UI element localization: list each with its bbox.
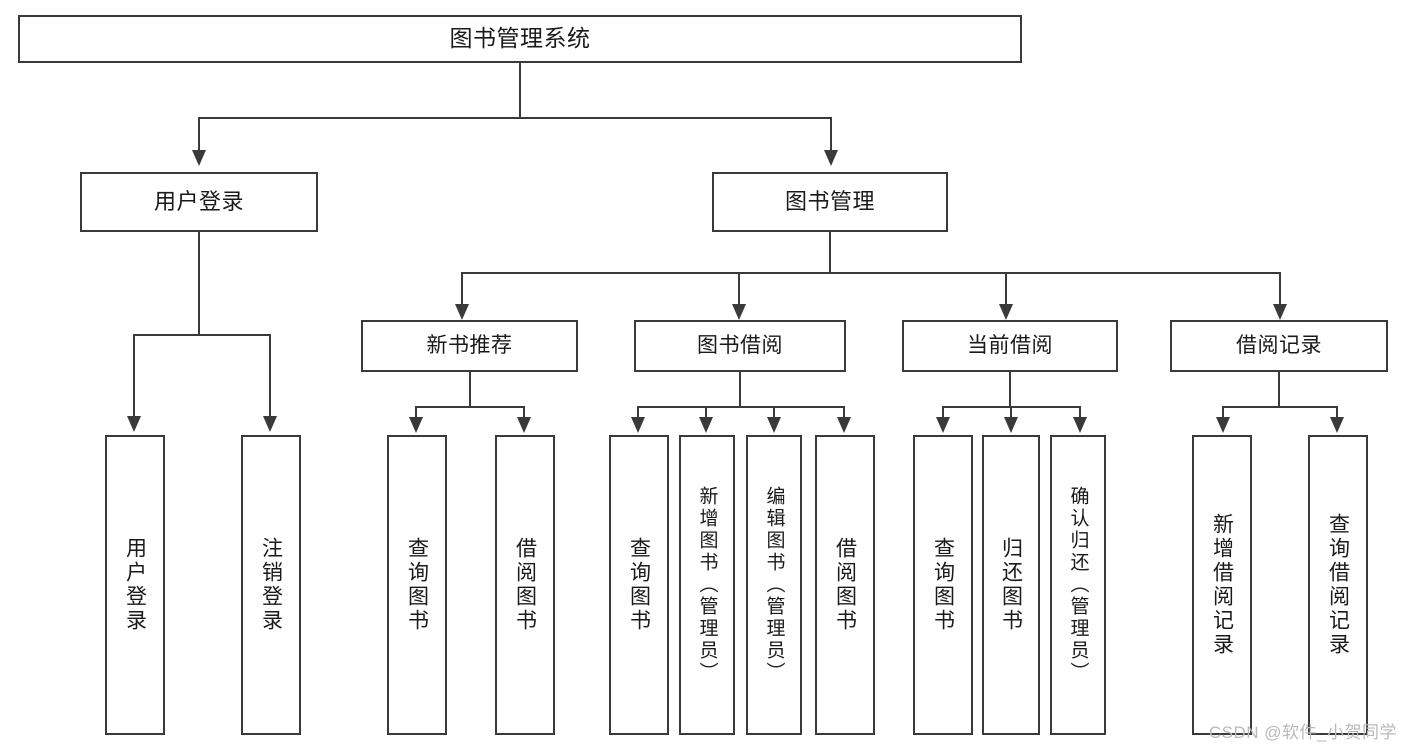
connector-bm-drop-4 bbox=[1279, 272, 1281, 306]
arrowhead-user-login bbox=[192, 150, 206, 166]
node-label: 查询图书 bbox=[931, 537, 955, 633]
connector-nbr-bus bbox=[415, 406, 525, 408]
connector-cb-drop-3 bbox=[1079, 406, 1081, 419]
node-root-book-management-system[interactable]: 图书管理系统 bbox=[18, 15, 1022, 63]
connector-br-drop-2 bbox=[1336, 406, 1338, 419]
connector-nbr-drop-2 bbox=[523, 406, 525, 419]
arrowhead-br-query-record bbox=[1330, 417, 1344, 433]
arrowhead-bb-add-book bbox=[699, 417, 713, 433]
node-label: 当前借阅 bbox=[967, 333, 1053, 357]
leaf-logout[interactable]: 注销登录 bbox=[241, 435, 301, 735]
connector-bm-drop-2 bbox=[738, 272, 740, 306]
connector-root-drop-right bbox=[830, 117, 832, 152]
connector-cb-drop-2 bbox=[1010, 406, 1012, 419]
arrowhead-bb-edit-book bbox=[767, 417, 781, 433]
node-borrow-record[interactable]: 借阅记录 bbox=[1170, 320, 1388, 372]
connector-bm-drop-1 bbox=[461, 272, 463, 306]
connector-cb-drop-1 bbox=[942, 406, 944, 419]
leaf-cb-return-book[interactable]: 归还图书 bbox=[982, 435, 1040, 735]
leaf-br-add-record[interactable]: 新增借阅记录 bbox=[1192, 435, 1252, 735]
node-label: 查询借阅记录 bbox=[1326, 513, 1350, 657]
connector-bb-drop-3 bbox=[773, 406, 775, 419]
arrowhead-borrow-record bbox=[1273, 304, 1287, 320]
connector-cb-stem bbox=[1009, 372, 1011, 406]
node-current-borrow[interactable]: 当前借阅 bbox=[902, 320, 1118, 372]
connector-user-login-drop-2 bbox=[269, 334, 271, 418]
node-label: 新增图书（管理员） bbox=[696, 486, 718, 684]
arrowhead-cb-confirm-return bbox=[1073, 417, 1087, 433]
connector-nbr-stem bbox=[469, 372, 471, 406]
node-user-login[interactable]: 用户登录 bbox=[80, 172, 318, 232]
arrowhead-leaf-logout bbox=[263, 416, 277, 432]
connector-root-stem bbox=[519, 63, 521, 117]
connector-bb-drop-1 bbox=[637, 406, 639, 419]
node-label: 借阅图书 bbox=[513, 537, 537, 633]
node-new-book-recommend[interactable]: 新书推荐 bbox=[361, 320, 578, 372]
node-label: 图书借阅 bbox=[697, 333, 783, 357]
arrowhead-leaf-user-login bbox=[127, 416, 141, 432]
arrowhead-bb-query-book bbox=[631, 417, 645, 433]
arrowhead-bb-borrow-book bbox=[837, 417, 851, 433]
node-label: 借阅图书 bbox=[833, 537, 857, 633]
connector-bb-drop-4 bbox=[843, 406, 845, 419]
arrowhead-cb-query-book bbox=[936, 417, 950, 433]
connector-book-management-bus bbox=[461, 272, 1281, 274]
node-label: 归还图书 bbox=[999, 537, 1023, 633]
node-label: 注销登录 bbox=[259, 537, 283, 633]
connector-bb-stem bbox=[739, 372, 741, 406]
node-label: 新书推荐 bbox=[426, 333, 513, 357]
leaf-nbr-borrow-book[interactable]: 借阅图书 bbox=[495, 435, 555, 735]
node-label: 图书管理 bbox=[784, 189, 875, 215]
leaf-bb-add-book[interactable]: 新增图书（管理员） bbox=[679, 435, 735, 735]
connector-br-stem bbox=[1278, 372, 1280, 406]
connector-bb-drop-2 bbox=[705, 406, 707, 419]
node-label: 确认归还（管理员） bbox=[1067, 486, 1089, 684]
connector-bb-bus bbox=[637, 406, 845, 408]
arrowhead-book-borrow bbox=[732, 304, 746, 320]
leaf-user-login[interactable]: 用户登录 bbox=[105, 435, 165, 735]
leaf-bb-edit-book[interactable]: 编辑图书（管理员） bbox=[746, 435, 802, 735]
connector-user-login-bus bbox=[133, 334, 270, 336]
connector-bm-drop-3 bbox=[1005, 272, 1007, 306]
arrowhead-current-borrow bbox=[999, 304, 1013, 320]
arrowhead-book-management bbox=[824, 150, 838, 166]
leaf-bb-borrow-book[interactable]: 借阅图书 bbox=[815, 435, 875, 735]
connector-nbr-drop-1 bbox=[415, 406, 417, 419]
leaf-nbr-query-book[interactable]: 查询图书 bbox=[387, 435, 447, 735]
connector-br-drop-1 bbox=[1222, 406, 1224, 419]
node-label: 编辑图书（管理员） bbox=[763, 486, 785, 684]
leaf-bb-query-book[interactable]: 查询图书 bbox=[609, 435, 669, 735]
node-label: 新增借阅记录 bbox=[1210, 513, 1234, 657]
node-label: 用户登录 bbox=[123, 537, 147, 633]
node-book-borrow[interactable]: 图书借阅 bbox=[634, 320, 846, 372]
leaf-cb-query-book[interactable]: 查询图书 bbox=[913, 435, 973, 735]
arrowhead-nbr-borrow-book bbox=[517, 417, 531, 433]
watermark-credit: CSDN @软件_小贺同学 bbox=[1208, 723, 1397, 742]
arrowhead-br-add-record bbox=[1216, 417, 1230, 433]
arrowhead-new-book-recommend bbox=[455, 304, 469, 320]
connector-root-bus bbox=[198, 117, 832, 119]
connector-user-login-stem bbox=[198, 232, 200, 334]
arrowhead-nbr-query-book bbox=[409, 417, 423, 433]
leaf-br-query-record[interactable]: 查询借阅记录 bbox=[1308, 435, 1368, 735]
node-label: 借阅记录 bbox=[1236, 333, 1322, 357]
leaf-cb-confirm-return[interactable]: 确认归还（管理员） bbox=[1050, 435, 1106, 735]
connector-br-bus bbox=[1222, 406, 1338, 408]
connector-root-drop-left bbox=[198, 117, 200, 152]
node-label: 查询图书 bbox=[405, 537, 429, 633]
connector-book-management-stem bbox=[829, 232, 831, 272]
node-label: 用户登录 bbox=[153, 189, 244, 215]
arrowhead-cb-return-book bbox=[1004, 417, 1018, 433]
connector-user-login-drop-1 bbox=[133, 334, 135, 418]
node-label: 图书管理系统 bbox=[449, 25, 591, 52]
node-book-management[interactable]: 图书管理 bbox=[712, 172, 948, 232]
node-label: 查询图书 bbox=[627, 537, 651, 633]
